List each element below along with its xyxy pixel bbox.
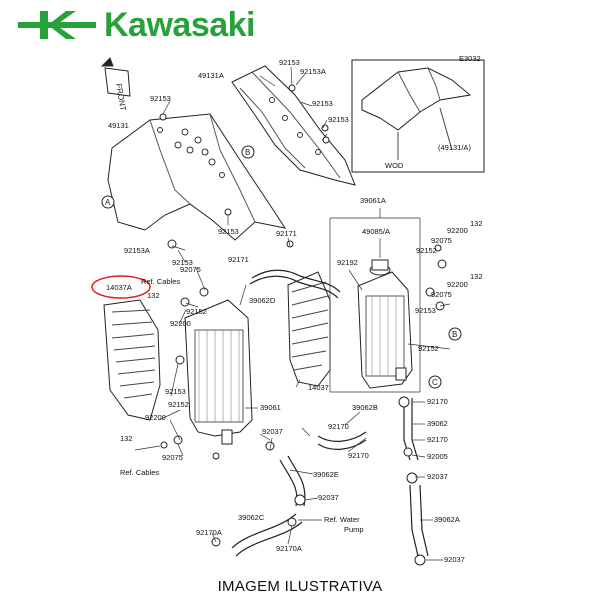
front-arrow-icon: FRONT — [100, 57, 131, 112]
part-label: 14037 — [308, 383, 329, 392]
part-label: 92037 — [427, 472, 448, 481]
part-label: 39062C — [238, 513, 265, 522]
part-label: 39061A — [360, 196, 386, 205]
fasteners — [159, 84, 447, 566]
part-label: 92153 — [328, 115, 349, 124]
part-label: 92152 — [418, 344, 439, 353]
inset-panel — [351, 59, 485, 173]
part-label: 92037 — [262, 427, 283, 436]
part-label: 92152 — [186, 307, 207, 316]
part-label: 92170 — [348, 451, 369, 460]
part-label: 92153 — [279, 58, 300, 67]
part-label: 39062 — [427, 419, 448, 428]
part-label: 92200 — [447, 226, 468, 235]
brand-name: Kawasaki — [104, 5, 256, 44]
part-label: Ref. Cables — [141, 277, 180, 286]
part-label: 49131 — [108, 121, 129, 130]
part-label: 92171 — [228, 255, 249, 264]
part-label: 92153 — [415, 306, 436, 315]
inset-ref: (49131/A) — [438, 143, 471, 152]
part-label: 92170A — [276, 544, 302, 553]
circle-label: B — [245, 148, 250, 157]
kawasaki-logo: Kawasaki — [18, 5, 256, 44]
circle-label: C — [432, 378, 438, 387]
coolant-hoses — [231, 269, 429, 557]
leader-lines — [134, 66, 451, 561]
part-label: 132 — [120, 434, 133, 443]
part-label: 92170 — [328, 422, 349, 431]
wod-label: WOD — [385, 161, 404, 170]
circle-markers: A B B C — [101, 145, 462, 389]
radiator-shroud-rear — [231, 65, 356, 186]
part-label: 39062E — [313, 470, 339, 479]
part-label: 92170A — [196, 528, 222, 537]
part-label: 92170 — [427, 435, 448, 444]
part-label: 92200 — [145, 413, 166, 422]
part-label: 92170 — [427, 397, 448, 406]
part-label: 92200 — [447, 280, 468, 289]
part-label: Pump — [344, 525, 364, 534]
part-label: 92200 — [170, 319, 191, 328]
radiator-guard-left — [103, 299, 161, 421]
part-label: 49131A — [198, 71, 224, 80]
part-label: Ref. Water — [324, 515, 360, 524]
part-label: 92152 — [168, 400, 189, 409]
part-label: 92153 — [150, 94, 171, 103]
part-label: 92153 — [218, 227, 239, 236]
part-label: 92075 — [431, 290, 452, 299]
radiator-shroud-left — [107, 113, 287, 241]
caption: IMAGEM ILUSTRATIVA — [217, 578, 383, 595]
part-label: 132 — [470, 272, 483, 281]
part-label: 92192 — [337, 258, 358, 267]
diagram-code: E3032 — [459, 54, 481, 63]
part-label: 92153A — [124, 246, 150, 255]
kawasaki-k-emblem-icon — [18, 11, 96, 39]
part-label: 92152 — [416, 246, 437, 255]
part-label: 92171 — [276, 229, 297, 238]
part-label: 92005 — [427, 452, 448, 461]
part-label: 39062B — [352, 403, 378, 412]
part-label: 92075 — [162, 453, 183, 462]
part-label: 49085/A — [362, 227, 390, 236]
part-label: 39062A — [434, 515, 460, 524]
part-label: 92153 — [165, 387, 186, 396]
part-label: 92153A — [300, 67, 326, 76]
part-label: 92037 — [444, 555, 465, 564]
part-label: 92153 — [312, 99, 333, 108]
circle-label: A — [105, 198, 111, 207]
highlight-ellipse — [91, 275, 151, 299]
part-label: 92075 — [180, 265, 201, 274]
part-label: 132 — [470, 219, 483, 228]
part-label: 92037 — [318, 493, 339, 502]
part-label: 92153 — [172, 258, 193, 267]
part-label: 132 — [147, 291, 160, 300]
radiator-guard-right — [287, 271, 331, 387]
part-label: 39062D — [249, 296, 276, 305]
radiator-left — [184, 299, 253, 445]
circle-label: B — [452, 330, 457, 339]
part-label: 39061 — [260, 403, 281, 412]
part-label-highlighted: 14037A — [106, 283, 132, 292]
radiator-right — [357, 259, 413, 389]
part-label: Ref. Cables — [120, 468, 159, 477]
part-label: 92075 — [431, 236, 452, 245]
